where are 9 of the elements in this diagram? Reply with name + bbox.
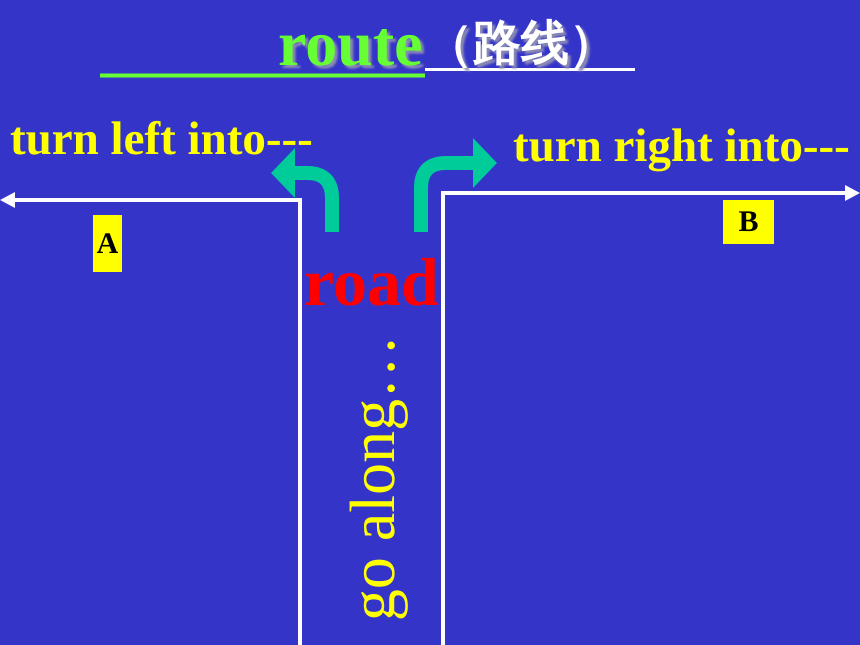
letter-box: B [723, 200, 774, 244]
turn-arrow [414, 138, 497, 232]
instruction-text: turn right into--- [497, 123, 850, 170]
instruction-text: turn left into--- [10, 116, 313, 173]
title-gloss: （路线） [425, 20, 635, 71]
road-label: road [304, 232, 439, 316]
letter-box: A [93, 215, 122, 272]
title: route [278, 12, 423, 76]
vertical-text: go along… [341, 334, 406, 622]
